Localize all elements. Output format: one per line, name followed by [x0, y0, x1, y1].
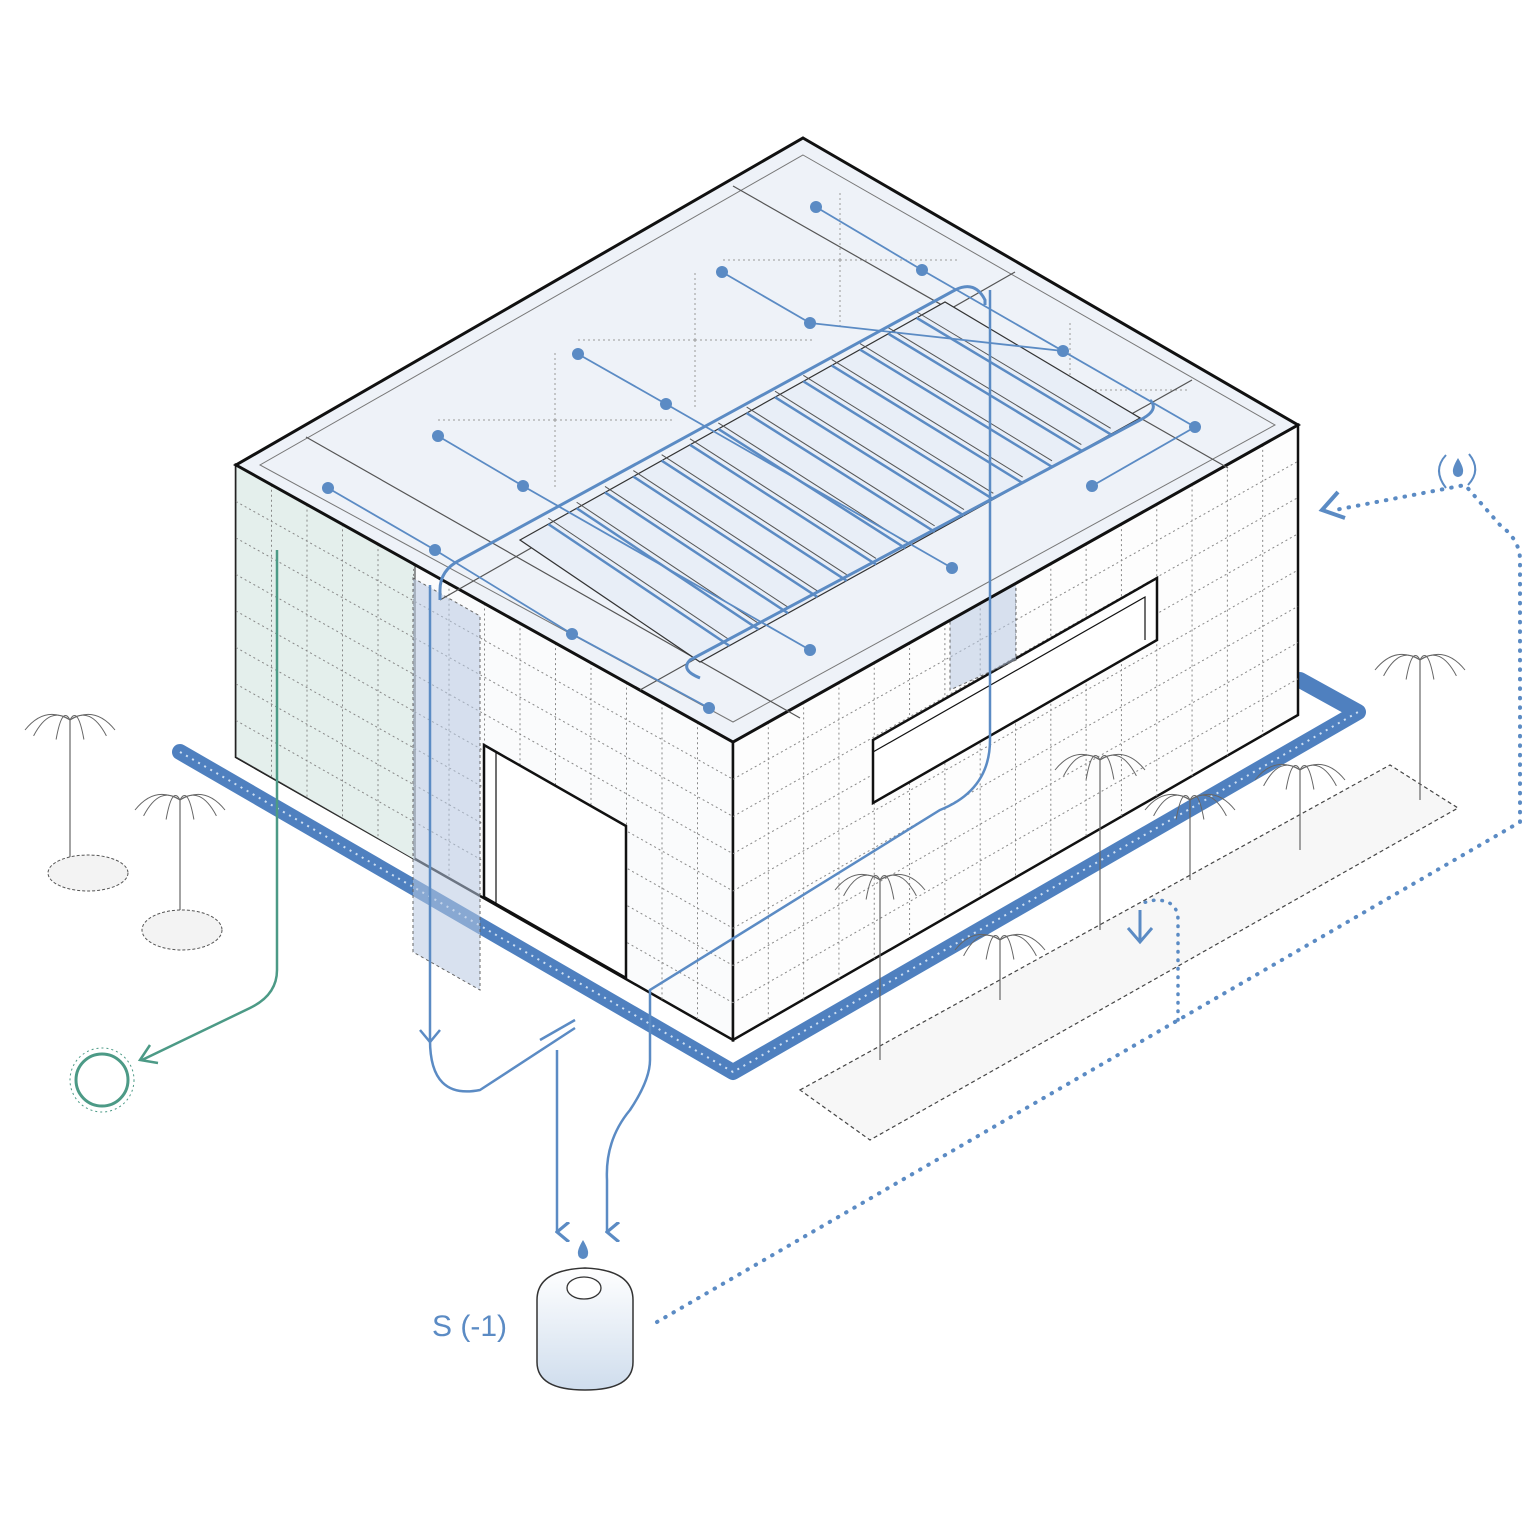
plant [24, 713, 116, 860]
skylight-slat-edge [718, 422, 906, 543]
ribbon-window [871, 575, 1159, 806]
plant [834, 873, 926, 1060]
skylight-slat [689, 443, 877, 566]
drain-pipe [434, 549, 573, 635]
wall-grid-line [732, 460, 1299, 780]
outlet-circle-icon [74, 1052, 130, 1108]
roof-drain-point [810, 201, 822, 213]
plant [1144, 793, 1236, 880]
irrigation-return-line [655, 482, 1522, 1324]
roof-collector-pipe [685, 398, 1155, 680]
irrigation-branch-line [1140, 898, 1180, 1022]
left-downpipe [428, 585, 576, 1093]
skylight-slat-edge [746, 406, 935, 527]
outlet-circle-halo [69, 1047, 135, 1113]
drain-pipe [577, 353, 667, 405]
wall-grid-line [732, 642, 1299, 966]
tree-pit [141, 909, 223, 951]
roof-collector-pipe [438, 285, 987, 600]
cistern-tank-icon [536, 1267, 634, 1391]
roof-beam [305, 436, 801, 719]
skylight-slat-edge [888, 327, 1082, 445]
water-drop-icon [577, 1240, 589, 1259]
roof-drain-point [804, 317, 816, 329]
tank-label: S (-1) [432, 1310, 507, 1343]
skylight-slat [916, 316, 1112, 436]
skylight-slat-edge [604, 485, 789, 608]
roof-drain-point [1189, 421, 1201, 433]
skylight-slat [887, 332, 1082, 452]
skylight-slat-edge [916, 311, 1111, 429]
drain-pipe [815, 206, 923, 271]
plant [134, 793, 226, 910]
roof-parapet-inner [258, 154, 1277, 723]
skylight-slat [859, 348, 1053, 468]
wall-grid-line [732, 533, 1299, 855]
tree-pit [47, 854, 129, 892]
roof-drain-point [1086, 480, 1098, 492]
roof-drain-point [517, 480, 529, 492]
skylight-slat [604, 491, 789, 615]
drain-pipe [571, 633, 710, 709]
skylight-slat-edge [548, 517, 730, 641]
door-inner-edge [495, 752, 627, 979]
window-inner-edge [872, 595, 1146, 753]
greywater-line [141, 550, 279, 1062]
skylight-slat-edge [633, 470, 818, 592]
roof-drain-point [322, 482, 334, 494]
plant [1254, 763, 1346, 850]
left-downpipe-arrow [419, 1029, 441, 1044]
wall-grid-line [732, 497, 1299, 817]
skylight-slat-edge [774, 390, 965, 511]
drain-pipe [665, 403, 953, 569]
skylight-slat [745, 412, 936, 533]
drain-pipe [1091, 426, 1196, 487]
roof-drain-point [804, 644, 816, 656]
pipe-junction [539, 1018, 576, 1042]
left-shaft [412, 577, 481, 991]
perimeter-drain-dots [179, 711, 1359, 1074]
skylight-slat-edge [803, 374, 994, 494]
roof-drain-point [660, 398, 672, 410]
drain-pipe [809, 322, 1064, 352]
drain-pipe [437, 435, 524, 487]
roof-drain-point [432, 430, 444, 442]
skylight-slat-edge [689, 438, 877, 559]
wall-grid-line [732, 569, 1299, 892]
skylight-slat [802, 380, 994, 501]
roof-drain-point [566, 628, 578, 640]
irrigation-branch-arrow [1126, 910, 1154, 945]
skylight-slat [547, 523, 731, 647]
planter-bed [798, 764, 1460, 1141]
wall-grid-line [732, 678, 1299, 1004]
skylight-slat [774, 396, 965, 517]
skylight-slats [547, 311, 1112, 647]
plants [24, 653, 1466, 1060]
skylight-slat-edge [859, 343, 1053, 462]
irrigation-return-arrow [1318, 490, 1346, 520]
roof-drain-point [572, 348, 584, 360]
water-cycle-icon [1438, 453, 1477, 489]
roof-drain-point [703, 702, 715, 714]
wall-grid-line [235, 574, 734, 855]
water-drop-icon [1452, 458, 1464, 477]
roof-drain-point [946, 562, 958, 574]
plant [1374, 653, 1466, 800]
roof-drains [322, 201, 1201, 714]
plant [1054, 753, 1146, 930]
greywater-arrow [137, 1044, 159, 1065]
skylight-slat [632, 475, 819, 598]
roof-drain-point [716, 266, 728, 278]
plant [954, 933, 1046, 1000]
roof-drain-point [429, 544, 441, 556]
skylight-slat [660, 459, 848, 582]
drain-pipe [721, 271, 811, 324]
right-downpipe [607, 290, 992, 1232]
wall-grid-line [732, 605, 1299, 929]
drain-pipe [327, 487, 436, 551]
roof-drain-point [916, 264, 928, 276]
skylight-slat-edge [661, 454, 847, 576]
